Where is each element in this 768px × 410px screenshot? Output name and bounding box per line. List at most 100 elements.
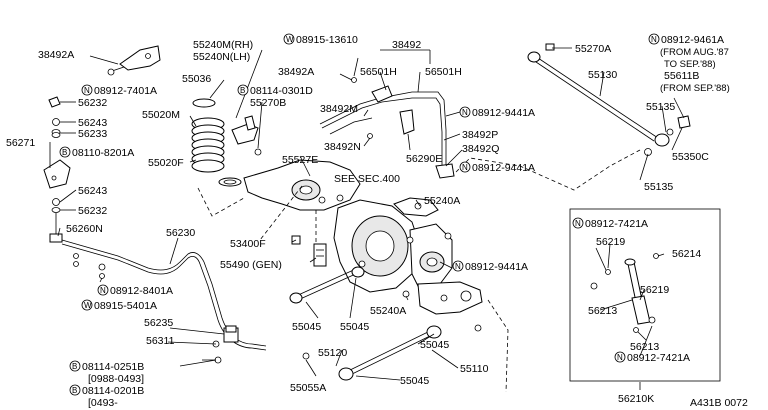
label-55270B: 55270B <box>250 97 286 109</box>
label-55045-c: 55045 <box>420 339 449 351</box>
label-56219-b: 56219 <box>640 284 669 296</box>
label-38492Q: 38492Q <box>462 143 499 155</box>
label-55240M: 55240M(RH) <box>193 39 253 51</box>
label-38492N: 38492N <box>324 141 361 153</box>
label-56235: 56235 <box>144 317 173 329</box>
label-56290E: 56290E <box>406 153 442 165</box>
label-55611B: 55611B <box>664 70 699 82</box>
bump-stop-drawing <box>231 115 262 156</box>
label-08114-0201B: 08114-0201B <box>82 385 144 397</box>
circle-w-prefix: W <box>286 35 294 44</box>
label-08912-8401A: 08912-8401A <box>110 285 173 297</box>
label-56214: 56214 <box>672 248 701 260</box>
leader-lines <box>49 47 685 390</box>
label-08912-9441A-a: 08912-9441A <box>472 107 535 119</box>
label-56501H-left: 56501H <box>360 66 397 78</box>
label-56232-b: 56232 <box>78 205 107 217</box>
label-56501H-right: 56501H <box>425 66 462 78</box>
label-55350C: 55350C <box>672 151 709 163</box>
label-56219-a: 56219 <box>596 236 625 248</box>
circle-n-prefix: N <box>651 35 657 44</box>
part-labels: 38492A 55240M(RH) 55240N(LH) 08915-13610… <box>6 34 748 409</box>
label-55045-b: 55045 <box>340 321 369 333</box>
label-53400F: 53400F <box>230 238 266 250</box>
label-56243-b: 56243 <box>78 185 107 197</box>
label-55036: 55036 <box>182 73 211 85</box>
shock-absorber-drawing <box>569 208 721 382</box>
label-from-sep88: (FROM SEP.'88) <box>660 83 730 94</box>
label-55045-a: 55045 <box>292 321 321 333</box>
lower-links-drawing <box>289 260 482 381</box>
label-55135-b: 55135 <box>644 181 673 193</box>
label-08912-9461A: 08912-9461A <box>661 34 724 46</box>
label-38492P: 38492P <box>462 129 498 141</box>
label-08912-9441A-c: 08912-9441A <box>465 261 528 273</box>
label-55240A-b: 55240A <box>370 305 406 317</box>
label-38492A-mid: 38492A <box>278 66 314 78</box>
stabilizer-bushing-drawing <box>202 325 239 364</box>
label-55130: 55130 <box>588 69 617 81</box>
label-56311: 56311 <box>146 335 175 347</box>
label-08912-7401A: 08912-7401A <box>94 85 157 97</box>
label-range-0493: [0493- <box>88 397 118 409</box>
label-55020F: 55020F <box>148 157 184 169</box>
label-55135-a: 55135 <box>646 101 675 113</box>
label-55020M: 55020M <box>142 109 180 121</box>
label-08912-9441A-b: 08912-9441A <box>472 162 535 174</box>
label-56243-a: 56243 <box>78 117 107 129</box>
coil-spring-drawing <box>191 98 242 187</box>
label-55240N: 55240N(LH) <box>193 51 250 63</box>
label-55045-d: 55045 <box>400 375 429 387</box>
circle-n-prefix: N <box>100 286 106 295</box>
label-55490-gen: 55490 (GEN) <box>220 259 282 271</box>
label-08110-8201A: 08110-8201A <box>72 147 134 159</box>
stabilizer-link-parts <box>43 96 71 243</box>
label-08114-0301D: 08114-0301D <box>250 85 313 97</box>
label-from-aug87: (FROM AUG.'87 <box>660 47 729 58</box>
label-range-0988-0493: [0988-0493] <box>88 373 144 385</box>
dashed-reference-lines <box>197 149 641 393</box>
circle-b-prefix: B <box>72 362 77 371</box>
label-55120: 55120 <box>318 347 347 359</box>
label-55055A: 55055A <box>290 382 326 394</box>
label-56233: 56233 <box>78 128 107 140</box>
circle-n-prefix: N <box>617 353 623 362</box>
circle-w-prefix: W <box>84 301 92 310</box>
bracket-38492A-drawing <box>107 45 161 76</box>
label-38492-top: 38492 <box>392 39 421 51</box>
label-56232-a: 56232 <box>78 97 107 109</box>
label-56260N: 56260N <box>66 223 103 235</box>
lateral-rod-drawing <box>527 43 691 156</box>
label-08915-13610: 08915-13610 <box>296 34 358 46</box>
circle-n-prefix: N <box>462 163 468 172</box>
label-55527E: 55527E <box>282 154 318 166</box>
circle-b-prefix: B <box>240 86 245 95</box>
label-56230: 56230 <box>166 227 195 239</box>
circle-n-prefix: N <box>455 262 461 271</box>
label-55270A: 55270A <box>575 43 611 55</box>
diagram-code: A431B 0072 <box>690 397 748 409</box>
label-38492M: 38492M <box>320 103 358 115</box>
circle-n-prefix: N <box>462 108 468 117</box>
label-56210K: 56210K <box>618 393 654 405</box>
label-55240A-a: 55240A <box>424 195 460 207</box>
label-55110: 55110 <box>460 363 489 375</box>
brake-pipe-drawing <box>319 77 455 179</box>
label-38492A-top: 38492A <box>38 49 74 61</box>
label-56213-b: 56213 <box>630 341 659 353</box>
circle-b-prefix: B <box>62 148 67 157</box>
label-56213-a: 56213 <box>588 305 617 317</box>
label-08915-5401A: 08915-5401A <box>94 300 157 312</box>
label-see-sec-400: SEE SEC.400 <box>334 173 400 185</box>
label-08114-0251B: 08114-0251B <box>82 361 144 373</box>
circle-n-prefix: N <box>84 86 90 95</box>
label-56271: 56271 <box>6 137 35 149</box>
circle-b-prefix: B <box>72 386 77 395</box>
label-to-sep88: TO SEP.'88) <box>664 59 716 70</box>
label-08912-7421A-b: 08912-7421A <box>627 352 690 364</box>
circle-n-prefix: N <box>575 219 581 228</box>
label-08912-7421A-a: 08912-7421A <box>585 218 648 230</box>
circle-prefixes: W N N B N B N N N N W N B B <box>59 33 660 396</box>
